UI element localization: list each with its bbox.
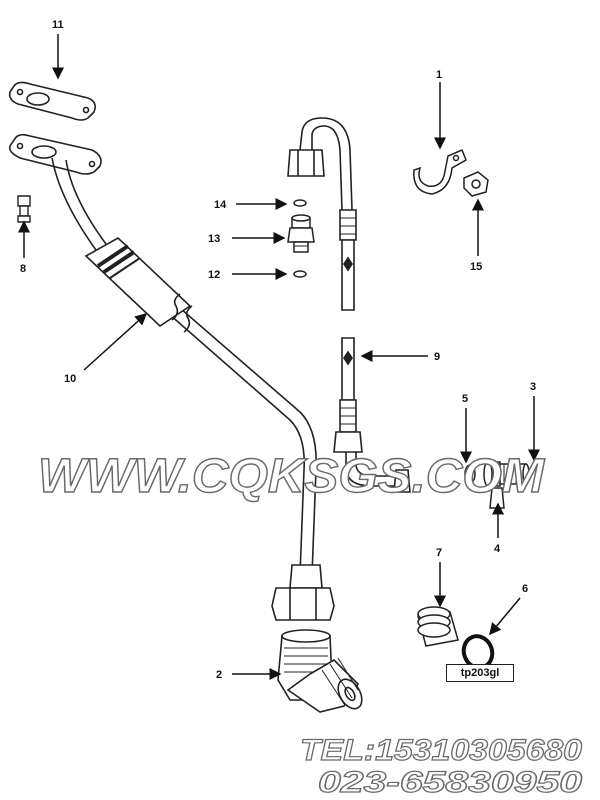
callout-11: 11 [52,19,64,31]
callout-15: 15 [470,261,482,273]
watermark-site: WWW.CQKSGS.COM [38,450,545,503]
callout-3: 3 [530,381,536,393]
callout-13: 13 [208,233,220,245]
callout-leaders [18,34,540,680]
connector-parts-12-13-14 [287,199,315,278]
diagram-code-label: tp203gl [446,664,514,682]
hose-part-9 [287,117,411,493]
watermark-tel: TEL:15310305680 [300,734,582,767]
callout-8: 8 [20,263,26,275]
screw-part-8 [17,195,31,223]
fitting-parts-3-4-5 [464,461,530,509]
watermark-phone: 023-65830950 [318,766,582,799]
gasket-part-11 [8,81,96,121]
callout-1: 1 [436,69,442,81]
callout-labels: 11 1 14 13 12 8 15 10 9 3 5 4 7 6 2 [20,19,536,681]
callout-7: 7 [436,547,442,559]
callout-6: 6 [522,583,528,595]
callout-9: 9 [434,351,440,363]
callout-2: 2 [216,669,222,681]
nut-part-15 [463,171,489,197]
oil-tube-part-10 [8,133,335,621]
clamp-part-1 [413,149,467,195]
callout-5: 5 [462,393,468,405]
plug-part-7 [417,606,459,647]
callout-12: 12 [208,269,220,281]
callout-10: 10 [64,373,76,385]
callout-14: 14 [214,199,227,211]
callout-4: 4 [494,543,501,555]
elbow-part-2 [277,629,363,713]
